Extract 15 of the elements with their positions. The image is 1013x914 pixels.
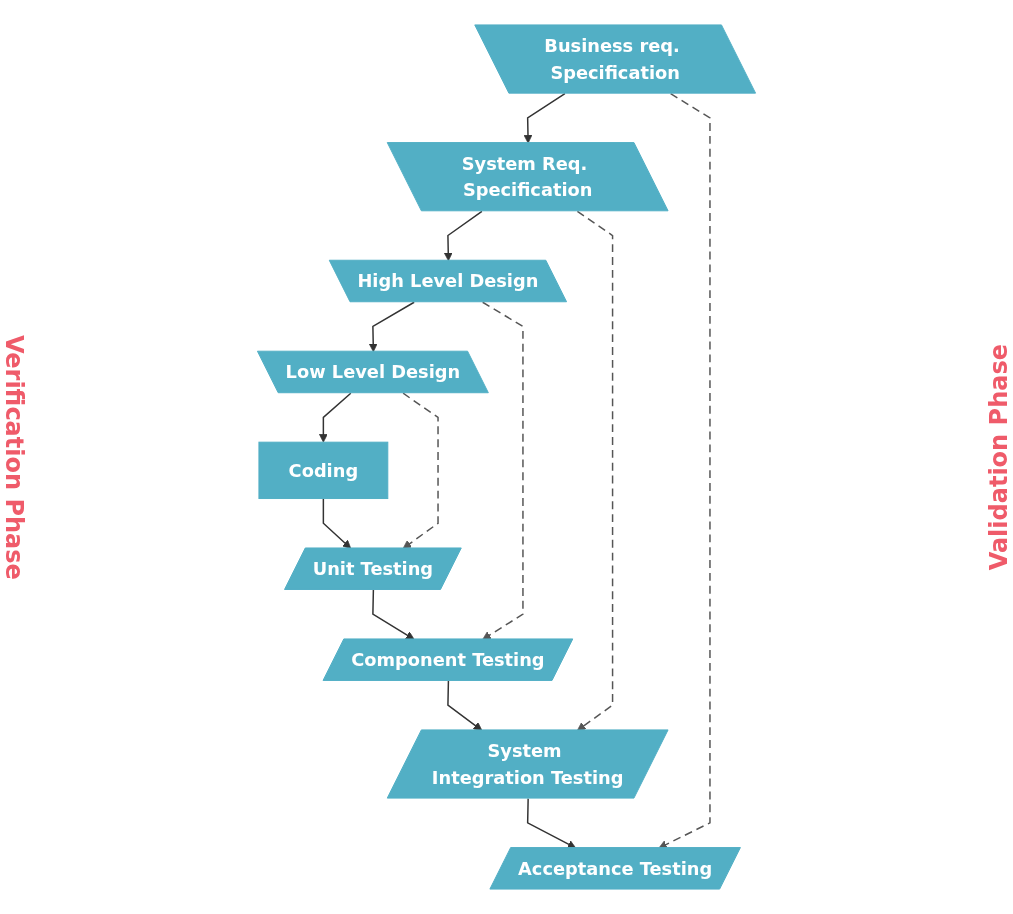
arrow	[368, 301, 415, 353]
arrow	[372, 589, 415, 640]
arrow	[658, 92, 711, 849]
node-box: Coding	[258, 441, 389, 500]
arrow	[319, 392, 352, 443]
arrow	[447, 680, 483, 731]
arrow	[322, 497, 352, 549]
arrow	[576, 210, 614, 731]
phase-label: Validation Phase	[985, 343, 1013, 571]
arrow	[523, 92, 566, 144]
arrow	[526, 797, 577, 849]
arrow	[481, 301, 524, 640]
arrow	[402, 392, 439, 549]
phase-label: Verification Phase	[0, 334, 28, 580]
arrow	[443, 210, 483, 262]
